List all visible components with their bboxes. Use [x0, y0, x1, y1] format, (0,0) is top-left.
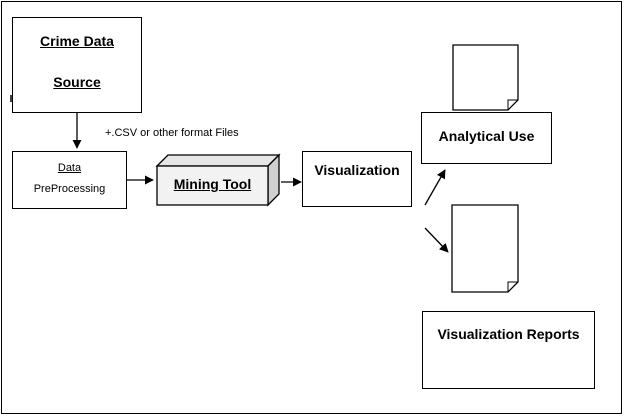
arrow-to-analytical-use	[424, 169, 446, 206]
visualization-label: Visualization	[314, 162, 400, 178]
arrow-to-visualization-reports	[424, 227, 449, 253]
analytical-use-box	[421, 112, 552, 164]
data-preprocessing-box	[12, 151, 127, 209]
crime-data-source-box	[12, 17, 142, 113]
mining-tool-label: Mining Tool	[173, 176, 252, 192]
analytical-use-label: Analytical Use	[438, 128, 535, 144]
document-icon-bottom	[451, 204, 519, 293]
source-label-line1: Crime Data	[40, 33, 114, 49]
file-format-note: +.CSV or other format Files	[105, 127, 239, 139]
source-label-line2: Source	[53, 74, 101, 90]
visualization-reports-label: Visualization Reports	[437, 326, 580, 342]
mining-tool-3d-box	[155, 153, 281, 207]
preprocessing-label-line1: Data	[57, 162, 82, 174]
document-icon-top	[452, 44, 519, 111]
preprocessing-label-line2: PreProcessing	[33, 183, 106, 195]
visualization-reports-box	[422, 311, 595, 389]
visualization-box	[302, 151, 412, 207]
